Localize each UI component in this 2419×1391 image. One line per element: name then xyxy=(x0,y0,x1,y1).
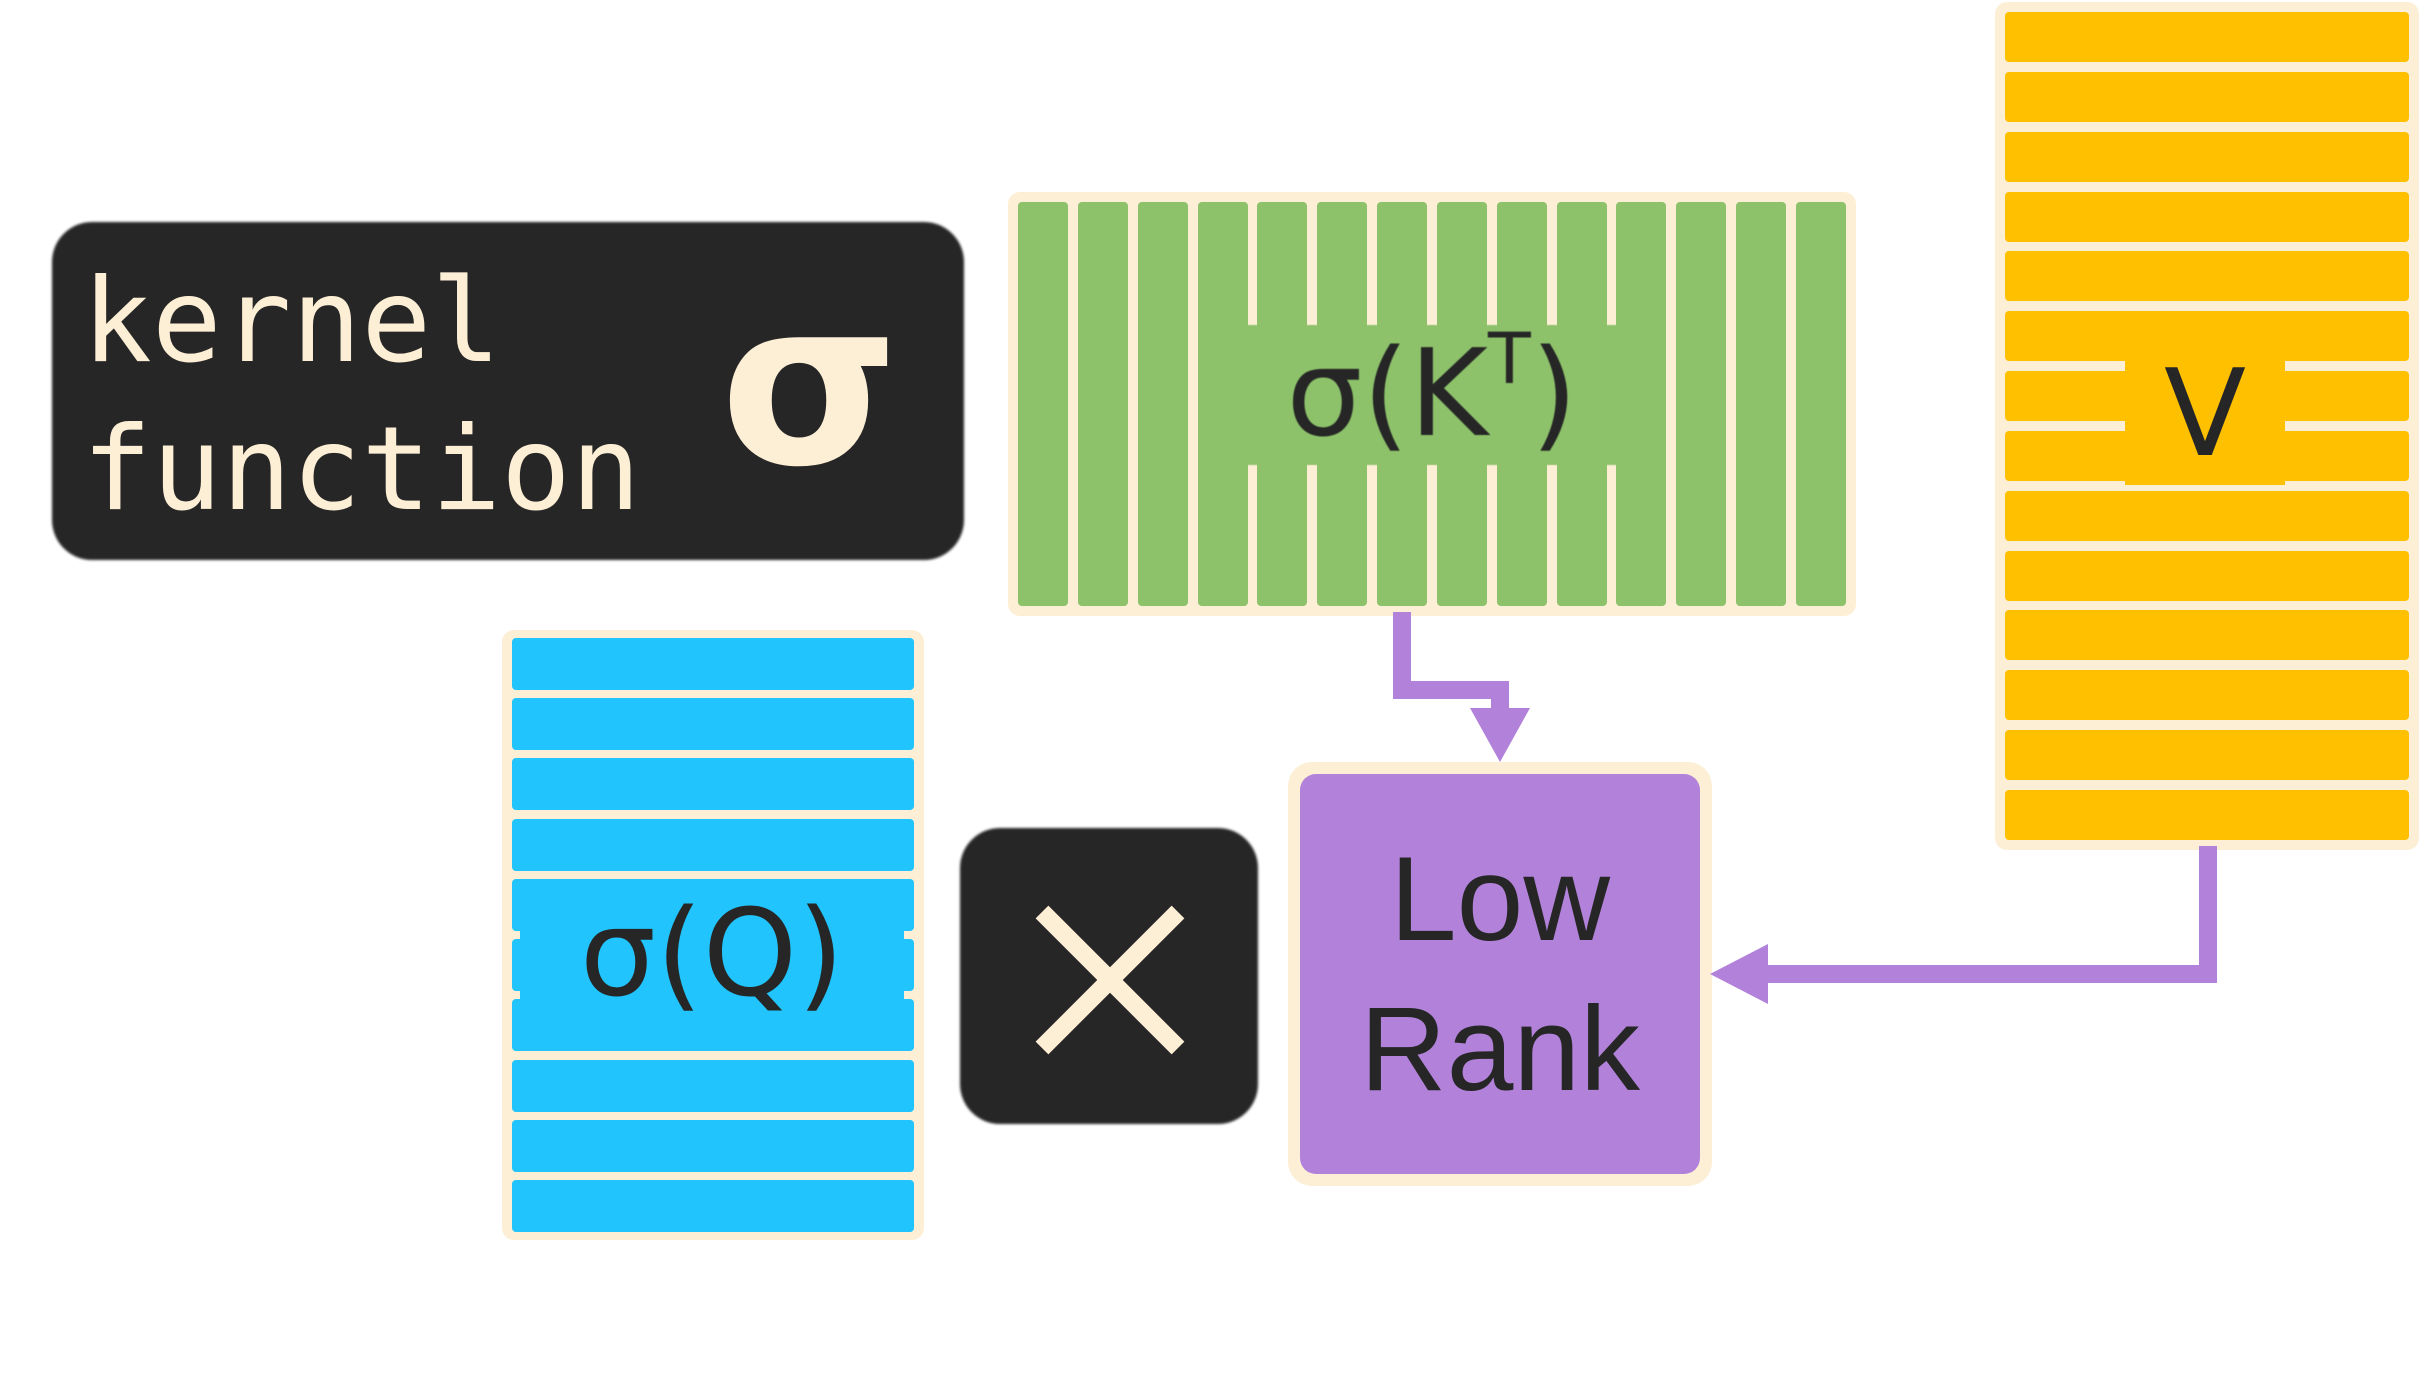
q-matrix-row xyxy=(512,698,914,751)
k-matrix-column xyxy=(1676,202,1727,606)
low-rank-line-1: Low xyxy=(1389,832,1611,966)
low-rank-box: Low Rank xyxy=(1288,762,1712,1186)
low-rank-inner: Low Rank xyxy=(1300,774,1700,1174)
v-matrix-row xyxy=(2005,730,2409,781)
q-label: σ(Q) xyxy=(520,885,904,1025)
kernel-function-label: kernel function xyxy=(82,248,641,544)
v-matrix-row xyxy=(2005,251,2409,302)
q-matrix-row xyxy=(512,1059,914,1112)
v-matrix-row xyxy=(2005,490,2409,541)
v-matrix-row xyxy=(2005,191,2409,242)
arrow-v-to-lowrank xyxy=(1760,846,2217,983)
q-matrix-row xyxy=(512,818,914,871)
v-matrix-row xyxy=(2005,12,2409,62)
v-matrix-row xyxy=(2005,789,2409,840)
k-label-suffix: ) xyxy=(1530,325,1578,464)
v-matrix-row xyxy=(2005,610,2409,661)
kernel-line-2: function xyxy=(82,402,641,537)
q-matrix-row xyxy=(512,758,914,811)
k-matrix-column xyxy=(1137,202,1188,606)
v-label: V xyxy=(2125,345,2285,485)
v-matrix-row xyxy=(2005,71,2409,122)
k-matrix-column xyxy=(1077,202,1128,606)
k-label-prefix: σ(K xyxy=(1286,325,1488,464)
v-matrix-row xyxy=(2005,670,2409,721)
sigma-symbol: σ xyxy=(720,251,900,518)
q-matrix-row xyxy=(512,1179,914,1232)
arrow-k-to-lowrank xyxy=(1393,612,1509,712)
kernel-line-1: kernel xyxy=(82,254,502,389)
k-transpose-label: σ(KT) xyxy=(1232,324,1632,465)
k-matrix-column xyxy=(1736,202,1787,606)
v-matrix-row xyxy=(2005,131,2409,182)
low-rank-line-2: Rank xyxy=(1359,982,1641,1116)
arrow-k-head xyxy=(1470,708,1530,762)
v-matrix-row xyxy=(2005,550,2409,601)
kernel-function-box xyxy=(52,222,964,560)
k-matrix-column xyxy=(1018,202,1068,606)
k-matrix-column xyxy=(1795,202,1846,606)
arrow-v-head xyxy=(1710,944,1768,1004)
multiply-icon xyxy=(1035,905,1185,1055)
k-label-superscript: T xyxy=(1487,318,1531,400)
q-matrix-row xyxy=(512,1119,914,1172)
q-matrix-row xyxy=(512,638,914,690)
